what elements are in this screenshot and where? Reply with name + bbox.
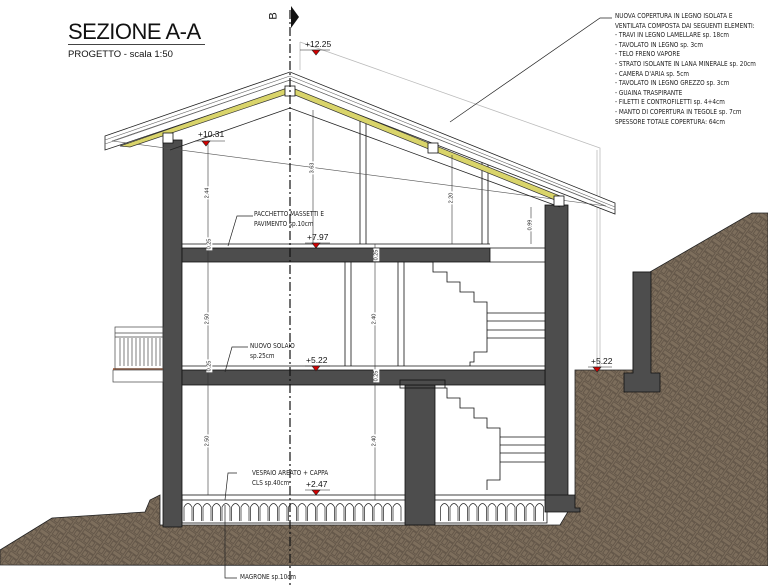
vespaio-arch	[440, 503, 449, 521]
dimension-label: 2.50	[204, 434, 211, 448]
elevation-label: +2.47	[306, 479, 328, 489]
roof-note-line: - GUAINA TRASPIRANTE	[615, 88, 683, 97]
vespaio-arch	[269, 503, 278, 521]
section-arrow-icon	[291, 6, 299, 28]
vespaio-arch	[373, 503, 383, 521]
vespaio-arch	[497, 503, 506, 521]
vespaio-arch	[288, 503, 297, 521]
background-outline	[299, 41, 601, 370]
note-line: PAVIMENTO sp.10cm	[254, 219, 314, 228]
soil	[0, 212, 768, 586]
vespaio-arch	[383, 503, 392, 521]
roof-note-line: - TAVOLATO IN LEGNO sp. 3cm	[615, 40, 703, 49]
vespaio-arch	[516, 503, 525, 521]
dimension-label: 0.25	[373, 369, 380, 383]
elevation-label: +10.31	[198, 129, 225, 139]
dimension-label: 3.63	[309, 161, 316, 175]
note-line: PACCHETTO MASSETTI E	[254, 210, 324, 218]
elevation-label: +12.25	[305, 39, 332, 49]
vespaio-arch	[250, 503, 259, 521]
dimension-label: 0.99	[527, 218, 534, 232]
roof-note-line: NUOVA COPERTURA IN LEGNO ISOLATA E	[615, 12, 733, 20]
vespaio	[181, 494, 548, 524]
retaining-wall	[623, 271, 661, 393]
vespaio-arch	[449, 503, 459, 521]
vespaio-arch	[307, 503, 316, 521]
floor-package-note: PACCHETTO MASSETTI E PAVIMENTO sp.10cm	[254, 210, 324, 229]
dimension-label: 2.50	[204, 312, 211, 326]
roof-note-line: VENTILATA COMPOSTA DAI SEGUENTI ELEMENTI…	[615, 21, 755, 30]
elevation-label: +7.97	[307, 232, 329, 242]
roof-note-line: - FILETTI E CONTROFILETTI sp. 4+4cm	[615, 98, 725, 107]
roof	[104, 71, 616, 215]
note-line: VESPAIO AREATO + CAPPA	[252, 469, 329, 477]
vespaio-arch	[478, 503, 487, 521]
leader-lines	[224, 17, 612, 579]
dimension-label: 2.40	[371, 312, 378, 326]
elevation-label: +5.22	[591, 356, 613, 366]
roof-note-line: - TELO FRENO VAPORE	[615, 50, 681, 59]
vespaio-arch	[506, 503, 516, 521]
vespaio-arch	[459, 503, 468, 521]
vespaio-arch	[535, 503, 544, 521]
vespaio-arch	[221, 503, 231, 521]
vespaio-arch	[278, 503, 288, 521]
drawing-title: SEZIONE A-A	[68, 20, 205, 45]
dimension-label: 0.25	[373, 248, 380, 262]
note-line: sp.25cm	[250, 351, 275, 360]
vespaio-arch	[468, 503, 478, 521]
dimension-label: 2.44	[204, 186, 211, 200]
dimension-label: 0.25	[206, 359, 213, 373]
section-marker-label: B	[267, 12, 280, 20]
vespaio-arch	[183, 503, 193, 521]
note-line: NUOVO SOLAIO	[250, 342, 295, 350]
elevation-marks	[195, 49, 612, 496]
vespaio-arch	[345, 503, 354, 521]
vespaio-arch	[335, 503, 345, 521]
vespaio-arch	[525, 503, 535, 521]
balcony	[112, 326, 164, 383]
vespaio-arch	[316, 503, 326, 521]
roof-note-line: - TRAVI IN LEGNO LAMELLARE sp. 18cm	[615, 31, 729, 40]
vespaio-arch	[259, 503, 269, 521]
magrone-note: MAGRONE sp.10cm	[240, 573, 296, 581]
roof-note-line: - TAVOLATO IN LEGNO GREZZO sp. 3cm	[615, 79, 730, 88]
vespaio-arch	[193, 503, 202, 521]
vespaio-arch	[297, 503, 307, 521]
vespaio-arch	[202, 503, 212, 521]
vespaio-arch	[240, 503, 250, 521]
roof-note-line: - CAMERA D'ARIA sp. 5cm	[615, 69, 689, 78]
dimension-label: 2.20	[448, 191, 455, 205]
new-slab-note: NUOVO SOLAIO sp.25cm	[250, 342, 295, 361]
vespaio-arch	[354, 503, 364, 521]
roof-note-line: - STRATO ISOLANTE IN LANA MINERALE sp. 2…	[615, 59, 756, 68]
vespaio-note: VESPAIO AREATO + CAPPA CLS sp.40cm	[252, 469, 328, 488]
vespaio-arch	[364, 503, 373, 521]
elevation-label: +5.22	[306, 355, 328, 365]
vespaio-arch	[392, 503, 402, 521]
roof-note-line: SPESSORE TOTALE COPERTURA: 64cm	[615, 117, 725, 126]
vespaio-arch	[326, 503, 335, 521]
walls	[162, 139, 581, 528]
dimension-label: 2.40	[371, 434, 378, 448]
vespaio-arch	[487, 503, 497, 521]
vespaio-arch	[212, 503, 221, 521]
staircase	[420, 261, 545, 490]
vespaio-arch	[231, 503, 240, 521]
drawing-subtitle: PROGETTO - scala 1:50	[68, 49, 173, 60]
dimension-label: 0.25	[206, 237, 213, 251]
roof-note-line: - MANTO DI COPERTURA IN TEGOLE sp. 7cm	[615, 107, 742, 116]
floor-lines	[182, 108, 545, 367]
note-line: CLS sp.40cm	[252, 478, 290, 487]
